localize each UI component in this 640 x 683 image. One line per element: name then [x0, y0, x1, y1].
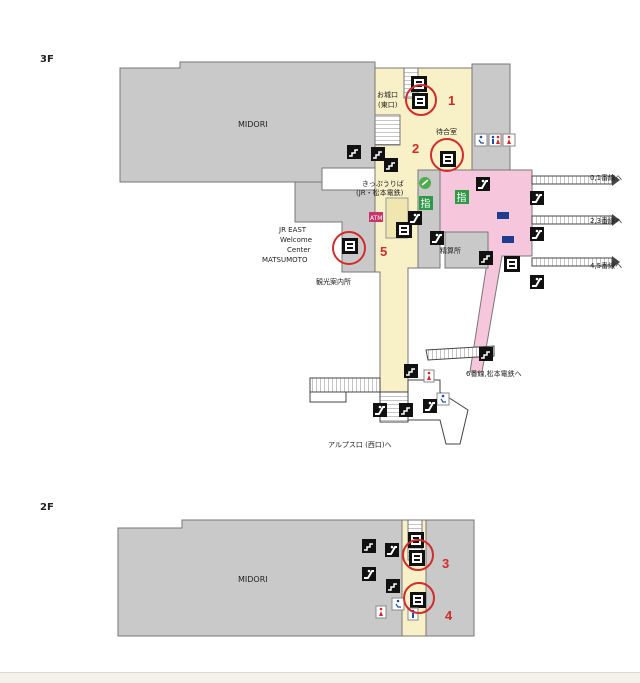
escalator-icon [529, 274, 545, 290]
stairs-icon [385, 578, 401, 594]
svg-text:指: 指 [421, 197, 431, 210]
platform-6-label: 6番線,松本電鉄へ [466, 369, 522, 378]
platform-45-label: 4,5番線へ [590, 261, 622, 270]
escalator-icon [422, 398, 438, 414]
escalator-icon [529, 226, 545, 242]
platform-01-label: 0,1番線へ [590, 173, 622, 182]
svg-text:ATM: ATM [370, 215, 382, 222]
stairs-icon [370, 146, 386, 162]
gate-sign-icon-2 [502, 236, 514, 243]
jr-east-line2: Welcome [280, 236, 312, 244]
reserved-ticket-icon-1: 指 [419, 196, 433, 210]
jr-east-line3: Center [287, 246, 311, 254]
alps-exit-label: アルプス口 (西口)へ [328, 441, 392, 449]
stairs-icon [478, 346, 494, 362]
arrow-platform-23 [612, 214, 620, 226]
wheelchair-icon-south [436, 392, 450, 406]
locker-icon [411, 76, 427, 92]
escalator-icon [407, 210, 423, 226]
midori-label-2f: MIDORI [238, 575, 268, 584]
escalator-icon [372, 402, 388, 418]
svg-text:5: 5 [380, 244, 387, 259]
svg-text:2: 2 [412, 141, 419, 156]
atm-icon: ATM [369, 212, 383, 222]
marker-4[interactable]: 4 [403, 582, 453, 623]
escalator-icon [529, 190, 545, 206]
castle-exit-sub: (東口) [378, 100, 398, 109]
stairs-icon [403, 363, 419, 379]
stairs-platform-6 [425, 345, 495, 361]
svg-text:4: 4 [445, 608, 453, 623]
stairs-icon [398, 402, 414, 418]
fare-adjust-label: 精算所 [440, 246, 461, 255]
east-building [471, 63, 511, 171]
locker-icon [410, 592, 426, 608]
arrow-platform-01 [612, 174, 620, 186]
locker-icon [412, 93, 428, 109]
stairs-alps-exit-left [309, 377, 381, 393]
stairs-icon [383, 157, 399, 173]
stairs-landing [309, 391, 347, 403]
locker-icon [409, 550, 425, 566]
restroom-icon-2f [375, 605, 387, 619]
platform-23-label: 2,3番線へ [590, 216, 622, 225]
east-building-2f [425, 519, 475, 637]
stairs-icon [361, 538, 377, 554]
escalator-icon [429, 230, 445, 246]
marker-5[interactable]: 5 [332, 231, 387, 265]
ticket-machine-icon [419, 177, 431, 189]
ticket-office-label: きっぷうりば [362, 179, 404, 188]
reserved-ticket-icon-2: 指 [455, 190, 469, 204]
jr-east-line1: JR EAST [278, 226, 307, 234]
midori-label-3f: MIDORI [238, 120, 268, 129]
ticket-office-sub: (JR・松本電鉄) [356, 188, 404, 197]
jr-east-line4: MATSUMOTO [262, 256, 308, 264]
wheelchair-icon [474, 133, 488, 147]
alps-exit-corridor [407, 379, 469, 445]
escalator-icon [384, 542, 400, 558]
tourist-info-label: 観光案内所 [316, 277, 351, 286]
castle-exit-label: お城口 [377, 91, 398, 99]
svg-text:1: 1 [448, 93, 455, 108]
marker-1[interactable]: 1 [405, 84, 455, 116]
marker-3[interactable]: 3 [402, 539, 449, 571]
floor-label-3f: 3F [40, 54, 54, 65]
marker-2[interactable]: 2 [412, 138, 464, 172]
restroom-icon [488, 133, 502, 147]
bottom-bar [0, 672, 640, 683]
waiting-room-label: 待合室 [436, 127, 457, 136]
restroom-icon-south [423, 369, 435, 383]
svg-text:指: 指 [457, 191, 467, 204]
floor-label-2f: 2F [40, 502, 54, 513]
elevator-icon [502, 133, 516, 147]
stairs-icon [478, 250, 494, 266]
escalator-icon [475, 176, 491, 192]
locker-icon [342, 238, 358, 254]
arrow-platform-45 [612, 256, 620, 268]
stairs-castle-exit [374, 114, 401, 146]
wheelchair-icon-2f [391, 597, 405, 611]
locker-icon [504, 256, 520, 272]
gate-sign-icon [497, 212, 509, 219]
svg-text:3: 3 [442, 556, 449, 571]
stairs-icon [346, 144, 362, 160]
escalator-icon [361, 566, 377, 582]
locker-icon [440, 151, 456, 167]
